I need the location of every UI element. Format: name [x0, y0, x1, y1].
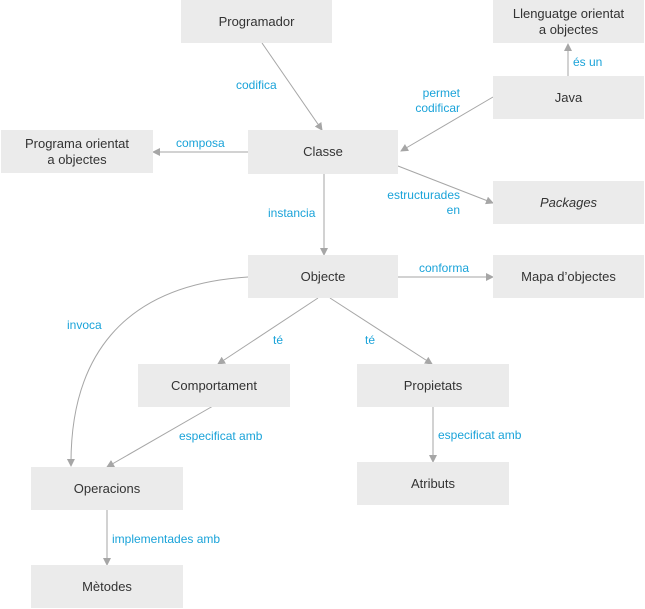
- arrow-java-classe: [400, 96, 494, 152]
- node-propietats: Propietats: [357, 364, 509, 407]
- edge-label-es-un: és un: [573, 55, 603, 69]
- node-java: Java: [493, 76, 644, 119]
- arrow-comportament-operacions: [106, 405, 214, 468]
- node-programador: Programador: [181, 0, 332, 43]
- edge-label-instancia: instancia: [268, 206, 316, 220]
- node-classe: Classe: [248, 130, 398, 174]
- node-comportament: Comportament: [138, 364, 290, 407]
- edge-label-implementades-amb: implementades amb: [112, 532, 221, 546]
- node-packages: Packages: [493, 181, 644, 224]
- edge-label-composa: composa: [176, 136, 225, 150]
- edge-label-conforma: conforma: [419, 261, 470, 275]
- node-llenguatge-orientat-objectes: Llenguatge orientat a objectes: [493, 0, 644, 43]
- edge-label-especificat-amb-right: especificat amb: [438, 428, 522, 442]
- arrow-objecte-comportament: [217, 297, 319, 365]
- edge-label-especificat-amb-left: especificat amb: [179, 429, 263, 443]
- arrow-programador-classe: [261, 42, 323, 131]
- node-programa-orientat-objectes: Programa orientat a objectes: [1, 130, 153, 173]
- edge-label-codifica: codifica: [236, 78, 277, 92]
- node-objecte: Objecte: [248, 255, 398, 298]
- node-operacions: Operacions: [31, 467, 183, 510]
- edge-label-permet-codificar: permet codificar: [415, 86, 460, 115]
- edge-label-te-left: té: [273, 333, 284, 347]
- node-metodes: Mètodes: [31, 565, 183, 608]
- arrow-objecte-operacions: [66, 276, 249, 467]
- edge-label-invoca: invoca: [67, 318, 102, 332]
- node-mapa-objectes: Mapa d’objectes: [493, 255, 644, 298]
- node-atributs: Atributs: [357, 462, 509, 505]
- edge-label-te-right: té: [365, 333, 376, 347]
- arrow-objecte-propietats: [329, 297, 433, 365]
- edge-label-estructurades-en: estructurades en: [387, 188, 460, 217]
- arrow-classe-packages: [397, 165, 494, 205]
